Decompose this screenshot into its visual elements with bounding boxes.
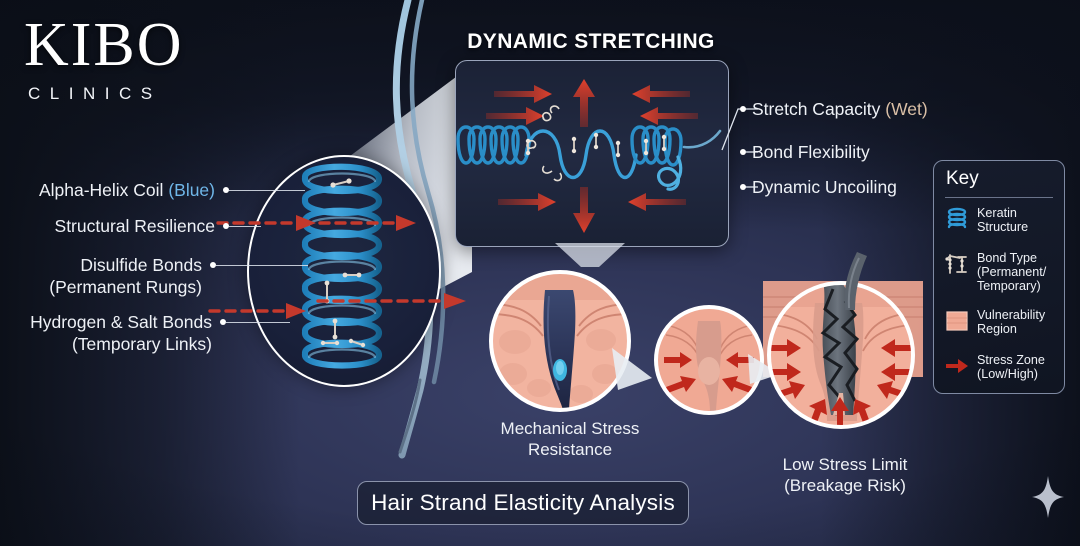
stress-arrow-bottom-left [498, 193, 556, 211]
key-keratin-line2: Structure [977, 220, 1029, 235]
label-hydrogen-salt-bonds-sub-text: (Temporary Links) [71, 334, 212, 354]
leader-line-disulfide [216, 264, 308, 266]
follicle-circle-mid-stress [654, 305, 764, 415]
circle1-tail-wedge [612, 348, 652, 390]
stress-arrow-top-right-2 [640, 107, 698, 125]
vulnerability-swatch-icon [944, 308, 970, 334]
label-hydrogen-salt-bonds-sub: (Temporary Links) [0, 334, 212, 355]
key-legend-box: Key Keratin Structure [933, 160, 1065, 394]
label-disulfide-bonds: Disulfide Bonds [0, 255, 202, 276]
key-bond-line3: Temporary) [977, 279, 1041, 294]
leader-dot-bond-flexibility [740, 149, 746, 155]
broken-hair-shaft-top [844, 252, 867, 310]
inset-pointer-notch [555, 243, 625, 267]
caption-mechanical-line1: Mechanical Stress [500, 419, 640, 438]
key-item-bond-type: Bond Type (Permanent/ Temporary) [944, 251, 1062, 294]
caption-lowstress-line1: Low Stress Limit [782, 455, 908, 474]
key-item-stress-zone: Stress Zone (Low/High) [944, 353, 1062, 381]
key-vuln-line1: Vulnerability [977, 308, 1046, 322]
keratin-coil-icon [944, 206, 970, 232]
stress-arrow-top-center [573, 79, 595, 127]
label-structural-resilience: Structural Resilience [0, 216, 215, 237]
label-disulfide-bonds-text: Disulfide Bonds [80, 255, 202, 275]
label-bond-flexibility: Bond Flexibility [752, 142, 870, 163]
alpha-helix-coil-graphic [301, 163, 383, 369]
label-stretch-capacity-text: Stretch Capacity [752, 99, 886, 119]
key-keratin-line1: Keratin [977, 206, 1017, 220]
key-item-vulnerability-region: Vulnerability Region [944, 308, 1062, 336]
keratin-wave-mid [524, 129, 638, 179]
label-disulfide-bonds-sub-text: (Permanent Rungs) [49, 277, 202, 297]
leader-line-hydrogen [226, 321, 290, 323]
caption-low-stress-limit: Low Stress Limit (Breakage Risk) [730, 454, 960, 496]
inset-title: DYNAMIC STRETCHING [467, 30, 715, 53]
key-title: Key [946, 168, 979, 189]
key-stress-line2: (Low/High) [977, 367, 1038, 382]
bond-markers [525, 132, 667, 158]
keratin-wave-right [630, 125, 683, 167]
leader-dot-alpha-helix [223, 187, 229, 193]
label-hydrogen-salt-bonds: Hydrogen & Salt Bonds [0, 312, 212, 333]
stress-arrow-icon [944, 353, 970, 379]
key-bond-line1: Bond Type [977, 251, 1037, 265]
key-vuln-line2: Region [977, 322, 1017, 337]
label-structural-resilience-text: Structural Resilience [54, 216, 215, 236]
label-stretch-capacity-accent: (Wet) [885, 99, 928, 119]
leader-dot-disulfide [210, 262, 216, 268]
main-title-pill: Hair Strand Elasticity Analysis [357, 481, 689, 525]
label-disulfide-bonds-sub: (Permanent Rungs) [0, 277, 202, 298]
label-alpha-helix-coil-text: Alpha-Helix Coil [38, 180, 169, 200]
follicle-circle-mechanical-stress [489, 270, 631, 412]
main-title-text: Hair Strand Elasticity Analysis [371, 490, 675, 515]
stress-arrow-top-left-1 [494, 85, 552, 103]
inset-leader-lines [721, 108, 758, 188]
key-label-keratin: Keratin Structure [977, 206, 1028, 234]
leader-dot-hydrogen [220, 319, 226, 325]
key-label-vulnerability: Vulnerability Region [977, 308, 1045, 336]
leader-line-structural-resilience [229, 225, 261, 227]
brand-subtitle: CLINICS [28, 84, 162, 103]
stress-arrow-bottom-right [628, 193, 686, 211]
label-alpha-helix-coil: Alpha-Helix Coil (Blue) [0, 180, 215, 201]
stress-arrow-top-right-1 [632, 85, 690, 103]
label-dynamic-uncoiling-text: Dynamic Uncoiling [752, 177, 897, 197]
crack-lines [820, 288, 860, 416]
caption-lowstress-line2: (Breakage Risk) [784, 476, 906, 495]
key-divider [945, 197, 1053, 198]
stress-arrow-bottom-center [573, 187, 595, 233]
key-label-stress-zone: Stress Zone (Low/High) [977, 353, 1045, 381]
key-bond-line2: (Permanent/ [977, 265, 1047, 280]
key-stress-line1: Stress Zone [977, 353, 1045, 367]
stress-zone-dashed-arrows [208, 215, 466, 319]
stress-arrows-circle2 [664, 352, 754, 393]
key-item-keratin-structure: Keratin Structure [944, 206, 1062, 234]
label-dynamic-uncoiling: Dynamic Uncoiling [752, 177, 897, 198]
keratin-wave [456, 125, 531, 165]
key-label-bond-type: Bond Type (Permanent/ Temporary) [977, 251, 1046, 294]
label-hydrogen-salt-bonds-text: Hydrogen & Salt Bonds [30, 312, 212, 332]
stress-arrow-top-left-2 [486, 107, 544, 125]
leader-dot-stretch-capacity [740, 106, 746, 112]
sparkle-icon [1032, 476, 1064, 518]
caption-mechanical-line2: Resistance [527, 440, 613, 459]
leader-dot-dynamic-uncoiling [740, 184, 746, 190]
leader-dot-structural-resilience [223, 223, 229, 229]
label-bond-flexibility-text: Bond Flexibility [752, 142, 870, 162]
brand-name: KIBO [24, 11, 184, 79]
bond-ladder-icon [944, 251, 970, 277]
caption-mechanical-stress-resistance: Mechanical Stress Resistance [455, 418, 685, 460]
label-stretch-capacity: Stretch Capacity (Wet) [752, 99, 928, 120]
brand-logo: KIBO CLINICS [24, 14, 184, 104]
dynamic-uncoiling-tail [657, 155, 683, 191]
dynamic-stretching-panel [455, 60, 729, 247]
label-alpha-helix-coil-accent: (Blue) [168, 180, 215, 200]
stretched-helix-graphic [456, 79, 722, 233]
leader-line-alpha-helix [229, 189, 305, 191]
broken-bond-squiggles [526, 105, 563, 182]
follicle-circle-breakage [767, 281, 915, 429]
